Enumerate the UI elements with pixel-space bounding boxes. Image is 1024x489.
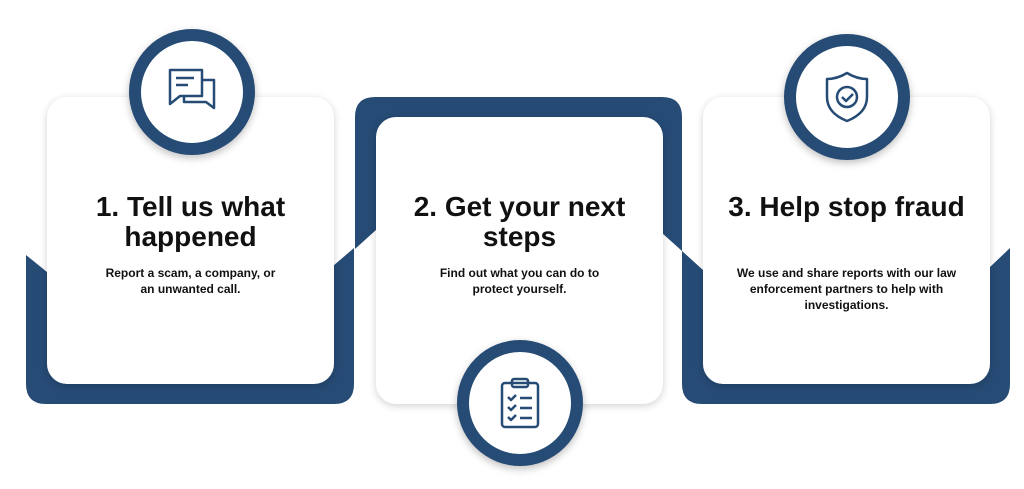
step-2-card: 2. Get your next steps Find out what you… <box>376 117 663 404</box>
step-2-description: Find out what you can do to protect your… <box>439 266 600 296</box>
step-1-description: Report a scam, a company, or an unwanted… <box>105 266 276 296</box>
shield-check-icon <box>825 71 869 123</box>
step-3-title: 3. Help stop fraud <box>728 191 965 222</box>
step-1-title: 1. Tell us what happened <box>95 191 286 252</box>
chat-bubbles-icon <box>168 68 216 110</box>
step-3-description: We use and share reports with our law en… <box>736 266 957 312</box>
step-1-icon-circle <box>129 29 255 155</box>
clipboard-checklist-icon <box>500 377 540 429</box>
step-2-icon-circle <box>457 340 583 466</box>
step-3-icon-circle <box>784 34 910 160</box>
step-2-title: 2. Get your next steps <box>413 191 626 252</box>
